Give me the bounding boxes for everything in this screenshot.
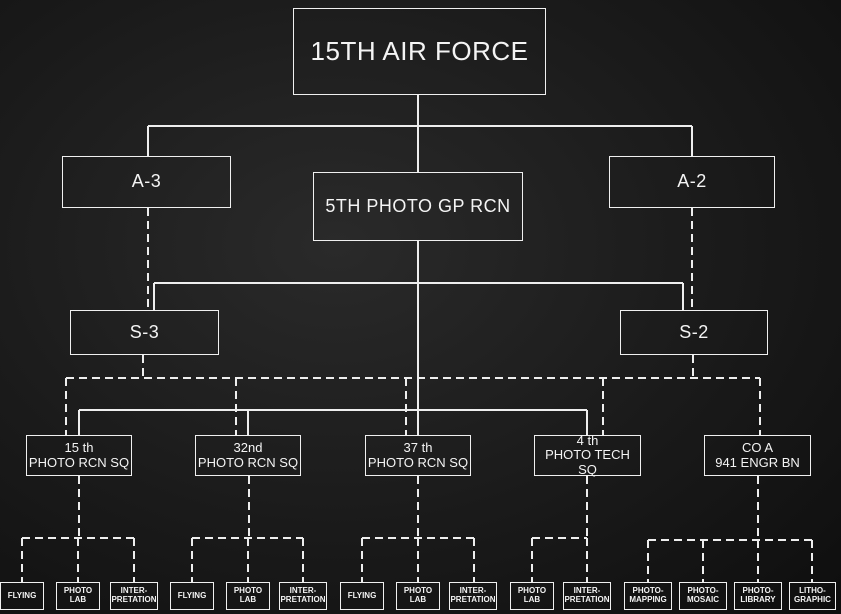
unit-line1: 4 th — [576, 433, 599, 449]
section-box: LITHO- GRAPHIC — [789, 582, 836, 610]
unit-line2: PHOTO RCN SQ — [28, 454, 130, 470]
section-line2: GRAPHIC — [794, 595, 831, 604]
unit-line1: 37 th — [403, 440, 433, 456]
section-line1: PHOTO — [403, 586, 433, 596]
section-line2: LAB — [409, 595, 427, 604]
section-line1: PHOTO- — [687, 586, 719, 596]
a3-box: A-3 — [62, 156, 231, 208]
unit-box: 32nd PHOTO RCN SQ — [195, 435, 301, 476]
unit-line1: 15 th — [64, 440, 94, 456]
section-line2: LIBRARY — [740, 595, 776, 604]
unit-line2: PHOTO RCN SQ — [197, 454, 299, 470]
section-box: INTER- PRETATION — [449, 582, 497, 610]
section-box: INTER- PRETATION — [279, 582, 327, 610]
section-line2: LAB — [523, 595, 541, 604]
section-box: PHOTO LAB — [56, 582, 100, 610]
s2-label: S-2 — [679, 321, 709, 342]
section-line1: PHOTO — [63, 586, 93, 596]
unit-box: 4 th PHOTO TECH SQ — [534, 433, 641, 477]
section-line1: PHOTO- — [632, 586, 664, 596]
s3-box: S-3 — [70, 310, 219, 355]
section-line1: LITHO- — [799, 586, 826, 596]
hq-box: 15TH AIR FORCE — [293, 8, 546, 95]
section-box: INTER- PRETATION — [563, 582, 611, 610]
unit-box: 15 th PHOTO RCN SQ — [26, 435, 132, 476]
section-box: INTER- PRETATION — [110, 582, 158, 610]
section-box: PHOTO- MAPPING — [624, 582, 672, 610]
unit-line1: CO A — [741, 440, 774, 456]
section-box: PHOTO LAB — [226, 582, 270, 610]
section-box: PHOTO- LIBRARY — [734, 582, 782, 610]
section-box: PHOTO LAB — [510, 582, 554, 610]
section-line2: MAPPING — [629, 595, 667, 604]
section-line2: LAB — [239, 595, 257, 604]
section-line1: PHOTO — [517, 586, 547, 596]
section-line1: PHOTO- — [742, 586, 774, 596]
section-line1: PHOTO — [233, 586, 263, 596]
section-box: FLYING — [0, 582, 44, 610]
unit-line2: 941 ENGR BN — [715, 454, 800, 470]
section-line2: PRETATION — [280, 595, 326, 604]
group-label: 5TH PHOTO GP RCN — [325, 195, 511, 216]
section-line1: FLYING — [7, 590, 37, 600]
section-line1: FLYING — [177, 590, 207, 600]
section-line1: INTER- — [459, 586, 487, 596]
unit-box: 37 th PHOTO RCN SQ — [365, 435, 471, 476]
s3-label: S-3 — [129, 321, 160, 342]
section-line2: PRETATION — [111, 595, 157, 604]
hq-label: 15TH AIR FORCE — [310, 36, 529, 67]
a2-label: A-2 — [677, 171, 707, 192]
section-line2: MOSAIC — [687, 595, 719, 604]
a3-label: A-3 — [131, 171, 162, 192]
section-line1: INTER- — [289, 586, 317, 596]
section-box: FLYING — [170, 582, 214, 610]
s2-box: S-2 — [620, 310, 768, 355]
unit-line2: PHOTO RCN SQ — [367, 454, 469, 470]
a2-box: A-2 — [609, 156, 775, 208]
section-box: PHOTO- MOSAIC — [679, 582, 727, 610]
section-line2: PRETATION — [564, 595, 610, 604]
group-box: 5TH PHOTO GP RCN — [313, 172, 523, 241]
unit-line2: PHOTO TECH SQ — [545, 447, 630, 477]
unit-line1: 32nd — [233, 440, 263, 456]
section-line1: INTER- — [120, 586, 148, 596]
section-line1: INTER- — [573, 586, 601, 596]
unit-box: CO A 941 ENGR BN — [704, 435, 811, 476]
section-line2: LAB — [69, 595, 87, 604]
section-line1: FLYING — [347, 590, 377, 600]
section-line2: PRETATION — [450, 595, 496, 604]
section-box: PHOTO LAB — [396, 582, 440, 610]
section-box: FLYING — [340, 582, 384, 610]
